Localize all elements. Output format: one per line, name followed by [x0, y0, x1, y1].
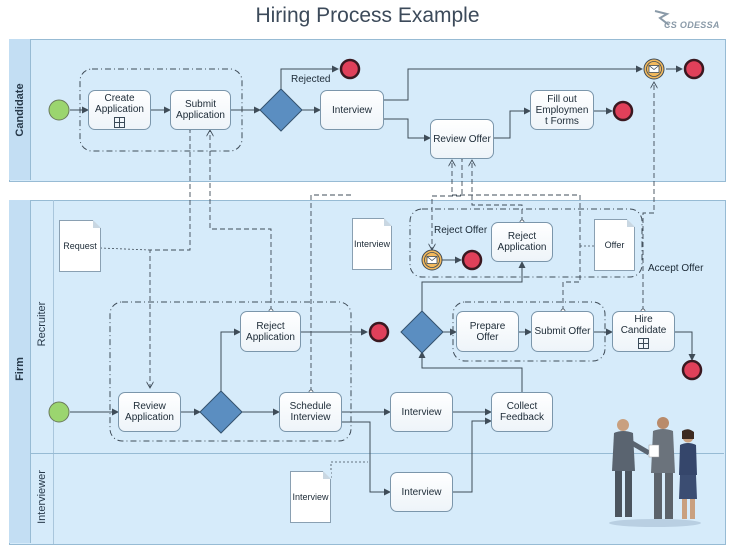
review-offer-task[interactable]: Review Offer — [430, 119, 494, 159]
flow-schedule-to-interview-i — [342, 421, 391, 496]
diagram-title: Hiring Process Example — [255, 4, 480, 27]
offer-document: Offer — [594, 219, 635, 271]
review-application-task[interactable]: Review Application — [118, 392, 181, 432]
collect-feedback-task[interactable]: Collect Feedback — [491, 392, 553, 432]
flow-hire-to-end — [675, 331, 696, 361]
rejected-end-event — [339, 58, 361, 80]
application-rejected-end-event — [368, 321, 390, 343]
reject-offer-message-event — [421, 249, 443, 271]
offer-document-label: Offer — [604, 240, 625, 250]
forms-end-event — [612, 100, 634, 122]
reject-offer-label: Reject Offer — [434, 225, 488, 236]
flow-gateway-to-rejected — [280, 65, 339, 90]
submit-offer-task[interactable]: Submit Offer — [531, 311, 594, 352]
reject-application-offer-label: Reject Application — [497, 231, 547, 253]
hired-end-event — [683, 58, 705, 80]
submit-offer-label: Submit Offer — [534, 326, 591, 337]
reject-application-task[interactable]: Reject Application — [240, 311, 301, 352]
company-logo-icon — [654, 10, 670, 26]
flow-interview-i-to-feedback — [453, 417, 492, 493]
create-application-label: Create Application — [95, 92, 144, 115]
subprocess-marker-icon — [114, 116, 125, 128]
candidate-interview-task[interactable]: Interview — [320, 90, 384, 130]
submit-application-task[interactable]: Submit Application — [170, 90, 231, 130]
interview-document-top-label: Interview — [353, 239, 390, 249]
request-document-label: Request — [63, 241, 97, 251]
prepare-offer-label: Prepare Offer — [469, 320, 506, 343]
msg-schedule-to-interview — [308, 194, 353, 395]
interviewer-interview-label: Interview — [401, 486, 442, 498]
msg-submit-offer-to-review — [452, 160, 581, 311]
prepare-offer-task[interactable]: Prepare Offer — [456, 311, 519, 352]
lane-label-column — [31, 200, 54, 544]
recruiter-interview-task[interactable]: Interview — [390, 392, 453, 432]
hire-end-event — [681, 359, 703, 381]
candidate-pool-header — [9, 39, 31, 180]
review-gateway — [199, 390, 243, 434]
msg-submit-to-review — [150, 128, 190, 388]
msg-reject-to-submit — [210, 130, 271, 311]
msg-reject-to-review-offer — [472, 160, 522, 222]
candidate-interview-label: Interview — [331, 104, 372, 116]
candidate-start-event — [48, 99, 70, 121]
feedback-gateway — [400, 310, 444, 354]
firm-start-event — [48, 401, 70, 423]
flow-gateway-to-reject — [220, 328, 241, 392]
hire-candidate-task[interactable]: Hire Candidate — [612, 311, 675, 352]
submit-application-label: Submit Application — [176, 99, 225, 121]
interview-document-top: Interview — [352, 218, 392, 270]
subprocess-marker-icon — [638, 338, 649, 349]
rejected-label: Rejected — [291, 74, 331, 85]
reject-application-offer-task[interactable]: Reject Application — [491, 222, 553, 262]
review-application-label: Review Application — [125, 401, 174, 423]
accept-offer-label: Accept Offer — [648, 263, 704, 274]
flow-review-offer-to-fill — [494, 107, 531, 139]
fill-out-forms-task[interactable]: Fill out Employmen t Forms — [530, 90, 594, 130]
collect-feedback-label: Collect Feedback — [500, 401, 544, 423]
application-gateway — [259, 88, 303, 132]
msg-review-offer-to-reject-offer — [432, 157, 462, 250]
interviewer-interview-task[interactable]: Interview — [390, 472, 453, 512]
offer-rejected-end-event — [461, 249, 483, 271]
schedule-interview-label: Schedule Interview — [289, 401, 332, 423]
lane-divider — [31, 453, 724, 454]
fill-out-forms-label: Fill out Employmen t Forms — [535, 93, 589, 127]
business-people-illustration — [609, 417, 701, 527]
flow-interview-to-review-offer — [384, 118, 431, 142]
schedule-interview-task[interactable]: Schedule Interview — [279, 392, 342, 432]
recruiter-interview-label: Interview — [401, 406, 442, 418]
msg-hire-to-message — [643, 82, 654, 311]
create-application-task[interactable]: Create Application — [88, 90, 151, 130]
review-offer-label: Review Offer — [433, 133, 491, 145]
request-document: Request — [59, 220, 101, 272]
assoc-interview-doc-bottom — [330, 461, 368, 478]
candidate-message-event — [643, 58, 665, 80]
flow-feedback-to-gateway — [418, 351, 523, 392]
reject-application-label: Reject Application — [246, 320, 295, 343]
company-logo-text: CS ODESSA — [664, 20, 720, 30]
interview-document-bottom-label: Interview — [292, 492, 329, 502]
interview-document-bottom: Interview — [290, 471, 331, 523]
hire-candidate-label: Hire Candidate — [620, 314, 667, 336]
firm-pool-header — [9, 200, 31, 543]
assoc-request — [99, 247, 151, 251]
flow-interview-to-message — [384, 65, 643, 101]
